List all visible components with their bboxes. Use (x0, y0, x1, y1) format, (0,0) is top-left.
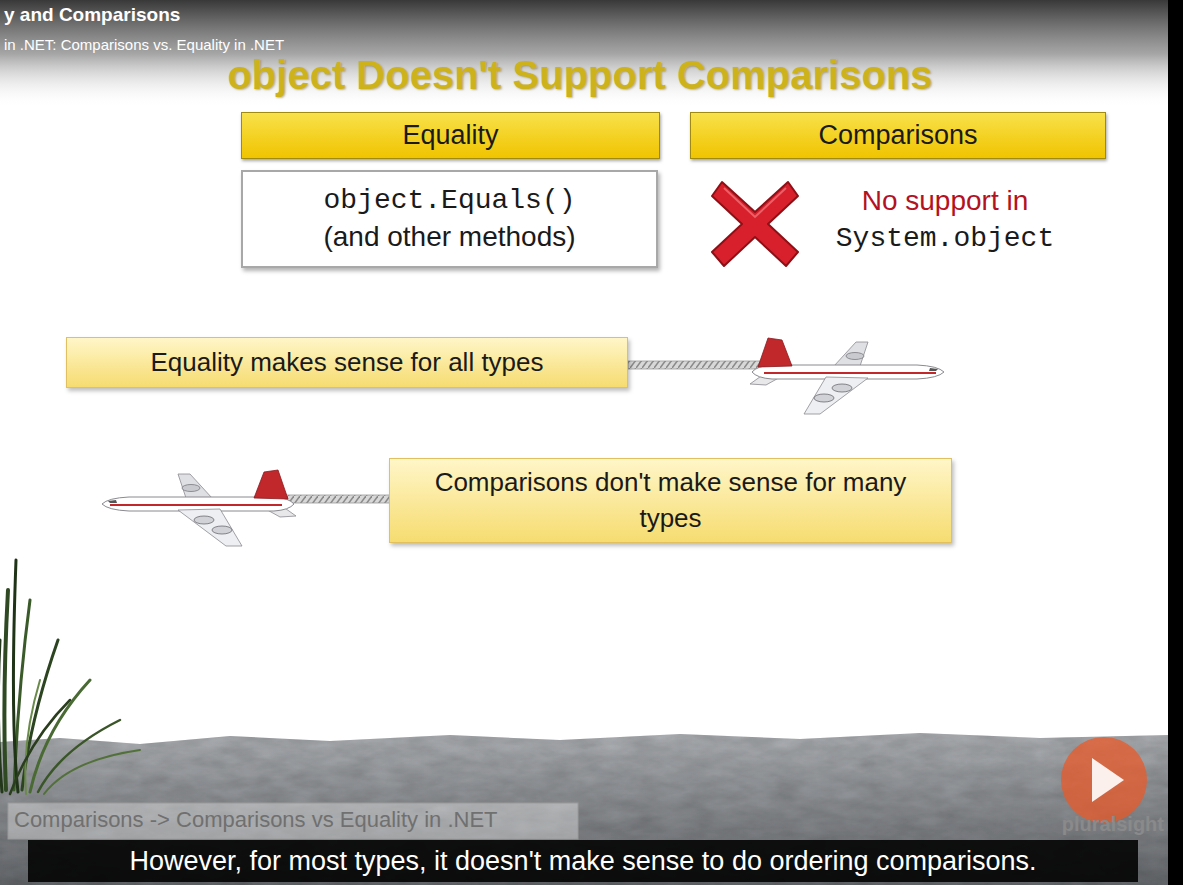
note-text: No support in (815, 184, 1075, 218)
grass (0, 560, 140, 794)
node-text: object.Equals() (323, 183, 575, 219)
slide-title: object Doesn't Support Comparisons (150, 52, 1010, 98)
airplane (750, 338, 944, 414)
breadcrumb-box (8, 803, 578, 839)
node-text: Comparisons don't make sense for many ty… (414, 465, 927, 535)
method-box: object.Equals()(and other methods) (241, 170, 658, 268)
node-text: Comparisons (818, 120, 977, 151)
module-title: in .NET: Comparisons vs. Equality in .NE… (4, 36, 364, 54)
player-edge (1168, 0, 1183, 885)
node-text: (and other methods) (323, 219, 575, 255)
play-button (1061, 737, 1147, 823)
node-text: Equality makes sense for all types (150, 345, 543, 380)
watermark: pluralsight (1030, 812, 1164, 836)
airplane (102, 470, 296, 546)
tow-rope (628, 361, 768, 369)
statement-banner: Comparisons don't make sense for many ty… (389, 458, 952, 543)
rocky-ground (0, 733, 1168, 885)
column-header: Equality (241, 112, 660, 159)
code-text: System.object (815, 222, 1075, 256)
column-header: Comparisons (690, 112, 1106, 159)
tow-rope (282, 495, 390, 503)
red-cross (712, 182, 798, 266)
statement-banner: Equality makes sense for all types (66, 337, 628, 388)
subtitle-band (28, 840, 1138, 882)
node-text: Equality (402, 120, 498, 151)
play-icon (1092, 758, 1124, 802)
breadcrumb: Comparisons -> Comparisons vs Equality i… (14, 807, 574, 833)
player-top-fade (0, 0, 1183, 108)
subtitle: However, for most types, it doesn't make… (30, 843, 1136, 879)
course-title: y and Comparisons (4, 4, 404, 27)
